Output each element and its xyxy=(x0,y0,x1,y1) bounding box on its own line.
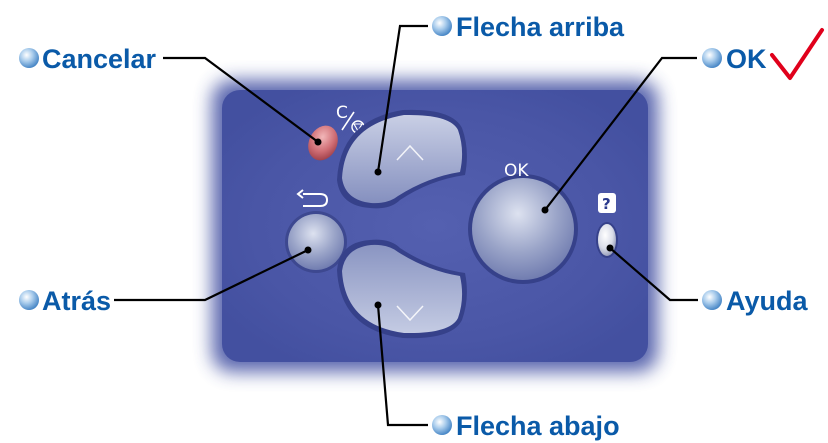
bullet-icon xyxy=(432,415,452,435)
label-cancel: Cancelar xyxy=(42,44,157,74)
bullet-icon xyxy=(19,290,39,310)
label-help: Ayuda xyxy=(726,286,808,316)
ok-button[interactable] xyxy=(468,174,578,284)
bullet-icon xyxy=(702,48,722,68)
help-icon: ? xyxy=(598,193,616,213)
label-up-arrow: Flecha arriba xyxy=(456,12,625,42)
checkmark-icon xyxy=(772,30,822,78)
label-down-arrow: Flecha abajo xyxy=(456,411,620,441)
bullet-icon xyxy=(702,290,722,310)
cancel-symbol-letter: C xyxy=(336,103,348,123)
help-symbol: ? xyxy=(602,195,611,213)
ok-symbol: OK xyxy=(504,161,529,181)
label-back: Atrás xyxy=(42,286,111,316)
label-ok: OK xyxy=(726,44,767,74)
bullet-icon xyxy=(432,16,452,36)
bullet-icon xyxy=(19,48,39,68)
back-button[interactable] xyxy=(285,211,347,273)
